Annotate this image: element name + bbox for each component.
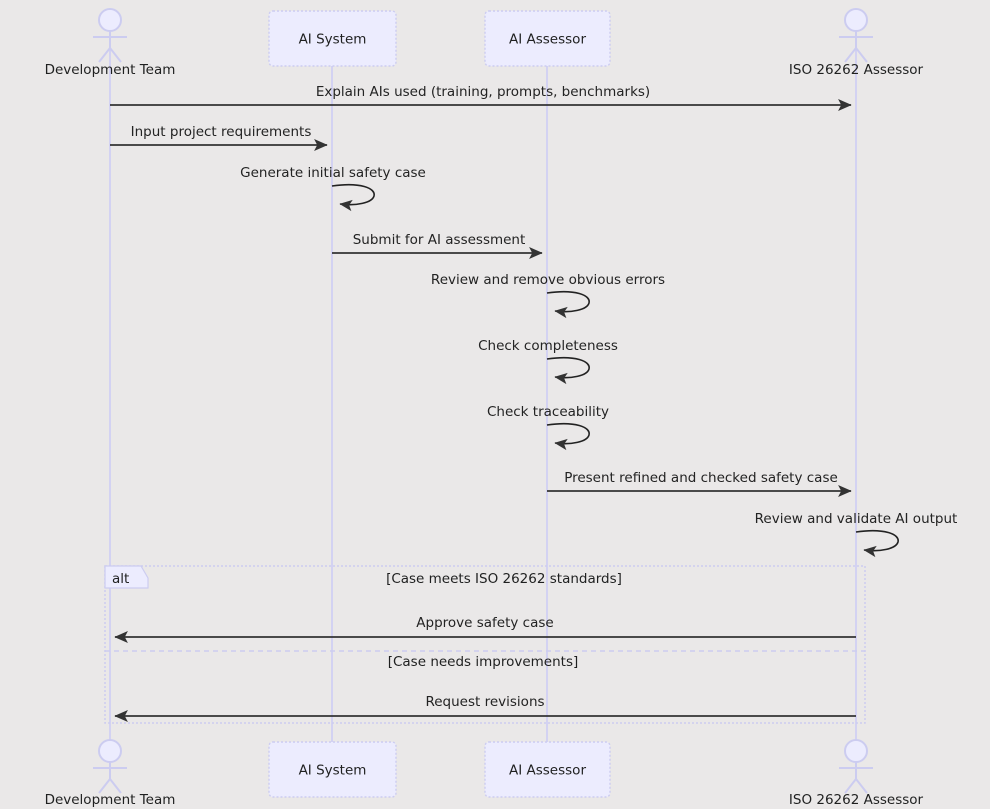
actor-label-development-team: Development Team [45, 792, 176, 808]
participant-ai-system-bottom[interactable]: AI System [268, 741, 397, 798]
message-label: Input project requirements [131, 124, 312, 140]
message-present-refined-and-checked-safety-case[interactable]: Present refined and checked safety case [547, 470, 852, 497]
alt-fragment-frame [104, 565, 866, 724]
message-label: Review and validate AI output [755, 511, 958, 527]
message-approve-safety-case[interactable]: Approve safety case [114, 615, 856, 643]
actor-iso-assessor-top[interactable]: ISO 26262 Assessor [789, 8, 924, 78]
self-loop-arrow [331, 183, 375, 212]
participant-label-ai-assessor: AI Assessor [509, 32, 586, 48]
actor-development-team-top[interactable]: Development Team [45, 8, 176, 78]
actor-iso-assessor-bottom[interactable]: ISO 26262 Assessor [789, 739, 924, 808]
message-label: Approve safety case [416, 615, 553, 631]
message-review-and-remove-obvious-errors[interactable]: Review and remove obvious errors [431, 272, 665, 319]
participant-ai-assessor-top[interactable]: AI Assessor [484, 10, 611, 67]
actor-label-iso-assessor: ISO 26262 Assessor [789, 792, 924, 808]
actor-head-icon [98, 739, 122, 763]
participant-label-ai-assessor: AI Assessor [509, 763, 586, 779]
message-request-revisions[interactable]: Request revisions [114, 694, 856, 722]
message-label: Check traceability [487, 404, 609, 420]
participant-ai-assessor-bottom[interactable]: AI Assessor [484, 741, 611, 798]
alt-branch-condition: [Case meets ISO 26262 standards] [386, 571, 622, 587]
actor-body-icon [839, 31, 873, 63]
actor-head-icon [844, 739, 868, 763]
actor-development-team-bottom[interactable]: Development Team [45, 739, 176, 808]
message-label: Explain AIs used (training, prompts, ben… [316, 84, 650, 100]
actor-body-icon [93, 762, 127, 794]
participant-box [484, 741, 611, 798]
alt-operator-label: alt [112, 571, 129, 587]
participant-box [268, 741, 397, 798]
message-explain-ais-used[interactable]: Explain AIs used (training, prompts, ben… [110, 84, 852, 111]
self-loop-arrow [546, 356, 590, 385]
message-label: Check completeness [478, 338, 618, 354]
lifelines-group [109, 40, 857, 742]
participant-ai-system-top[interactable]: AI System [268, 10, 397, 67]
participant-label-ai-system: AI System [299, 32, 367, 48]
message-check-completeness[interactable]: Check completeness [478, 338, 618, 385]
message-input-project-requirements[interactable]: Input project requirements [110, 124, 328, 151]
message-label: Request revisions [425, 694, 544, 710]
alt-branch-condition: [Case needs improvements] [388, 654, 579, 670]
alt-operator-tag-shape [104, 565, 149, 589]
participant-box [484, 10, 611, 67]
actor-label-iso-assessor: ISO 26262 Assessor [789, 62, 924, 78]
actor-label-development-team: Development Team [45, 62, 176, 78]
self-loop-arrow [855, 529, 899, 558]
actor-body-icon [93, 31, 127, 63]
message-label: Submit for AI assessment [353, 232, 526, 248]
alt-fragment[interactable]: alt [Case meets ISO 26262 standards] App… [104, 565, 866, 724]
message-label: Review and remove obvious errors [431, 272, 665, 288]
message-review-and-validate-ai-output[interactable]: Review and validate AI output [755, 511, 958, 558]
message-label: Generate initial safety case [240, 165, 426, 181]
participant-box [268, 10, 397, 67]
message-submit-for-ai-assessment[interactable]: Submit for AI assessment [332, 232, 543, 259]
participant-label-ai-system: AI System [299, 763, 367, 779]
message-check-traceability[interactable]: Check traceability [487, 404, 609, 451]
actor-head-icon [98, 8, 122, 32]
self-loop-arrow [546, 422, 590, 451]
self-loop-arrow [546, 290, 590, 319]
message-generate-initial-safety-case[interactable]: Generate initial safety case [240, 165, 426, 212]
message-label: Present refined and checked safety case [564, 470, 838, 486]
actor-body-icon [839, 762, 873, 794]
actor-head-icon [844, 8, 868, 32]
